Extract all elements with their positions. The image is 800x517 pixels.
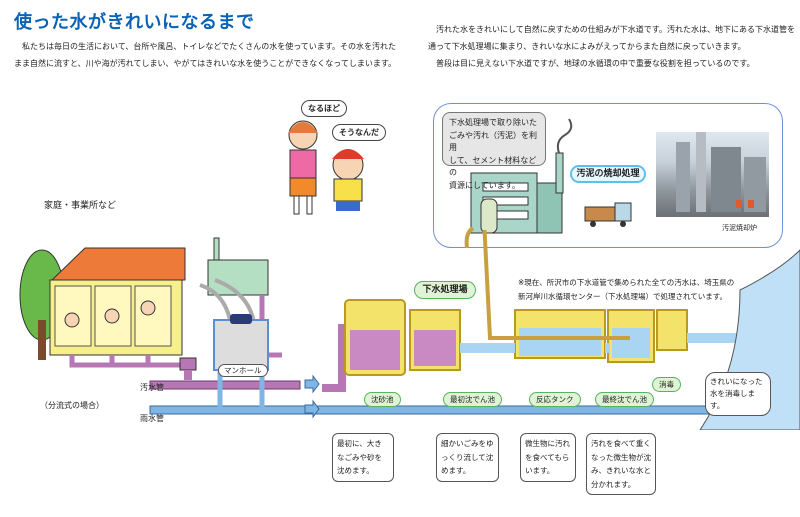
intro-right-line: 汚れた水をきれいにして自然に戻すための仕組みが下水道です。汚れた水は、地下にある… <box>436 25 795 34</box>
treatment-note: ※現在、所沢市の下水道管で集められた全ての汚水は、埼玉県の 新河岸川水循環センタ… <box>518 276 734 304</box>
intro-right-line: 普段は目に見えない下水道ですが、地球の水循環の中で重要な役割を担っているのです。 <box>436 59 755 68</box>
intro-left-line: 私たちは毎日の生活において、台所や風呂、トイレなどでたくさんの水を使っています。… <box>22 42 396 51</box>
bubble-line: 下水処理場で取り除いた <box>449 118 537 127</box>
note-line: 新河岸川水循環センター（下水処理場）で処理されています。 <box>518 292 728 301</box>
stage-label-reaction-tank: 反応タンク <box>529 392 581 407</box>
stage-label-disinfection: 消毒 <box>652 377 681 392</box>
manhole-label: マンホール <box>218 364 268 377</box>
stage-label-grit-chamber: 沈砂池 <box>364 392 401 407</box>
callout-final-settling: 汚れを食べて重くなった微生物が沈み、きれいな水と分かれます。 <box>586 433 656 495</box>
bubble-line: ごみや汚れ（汚泥）を利用 <box>449 130 537 153</box>
stage-label-final-settling: 最終沈でん池 <box>595 392 654 407</box>
boy-speech-bubble: そうなんだ <box>332 124 386 141</box>
homes-label: 家庭・事業所など <box>44 201 117 211</box>
bubble-line: 資源にしています。 <box>449 180 520 190</box>
sewage-pipe-label: 汚水管 <box>140 383 164 392</box>
incineration-plant-illustration <box>464 118 632 248</box>
intro-left-line: まま自然に流すと、川や海が汚れてしまい、やがてはきれいな水を使うことができなくな… <box>14 59 397 68</box>
intro-left: 私たちは毎日の生活において、台所や風呂、トイレなどでたくさんの水を使っています。… <box>14 38 396 72</box>
kids-illustration <box>288 120 364 215</box>
callout-primary-settling: 細かいごみをゆっくり流して沈めます。 <box>436 433 499 482</box>
note-line: ※現在、所沢市の下水道管で集められた全ての汚水は、埼玉県の <box>518 278 735 287</box>
treatment-plant-label: 下水処理場 <box>414 281 476 299</box>
incinerator-photo <box>656 132 769 217</box>
sludge-incineration-label: 汚泥の焼却処理 <box>570 165 646 183</box>
intro-right: 汚れた水をきれいにして自然に戻すための仕組みが下水道です。汚れた水は、地下にある… <box>428 21 795 72</box>
girl-speech-bubble: なるほど <box>301 100 347 117</box>
stage-label-primary-settling: 最初沈でん池 <box>443 392 502 407</box>
intro-right-line: 通って下水処理場に集まり、きれいな水によみがえってからまた自然に戻っていきます。 <box>428 42 746 51</box>
bubble-line: して、セメント材料などの <box>449 155 537 178</box>
callout-disinfection: きれいになった水を消毒します。 <box>705 372 771 416</box>
incinerator-caption: 汚泥焼却炉 <box>722 224 757 232</box>
callout-grit-chamber: 最初に、大きなごみや砂を沈めます。 <box>332 433 394 482</box>
rainwater-pipe-label: 雨水管 <box>140 414 164 423</box>
sludge-speech-bubble: 下水処理場で取り除いた ごみや汚れ（汚泥）を利用 して、セメント材料などの 資源… <box>442 112 546 190</box>
page-title: 使った水がきれいになるまで <box>14 12 255 33</box>
callout-reaction-tank: 微生物に汚れを食べてもらいます。 <box>520 433 576 482</box>
separate-system-label: （分流式の場合） <box>40 401 104 410</box>
